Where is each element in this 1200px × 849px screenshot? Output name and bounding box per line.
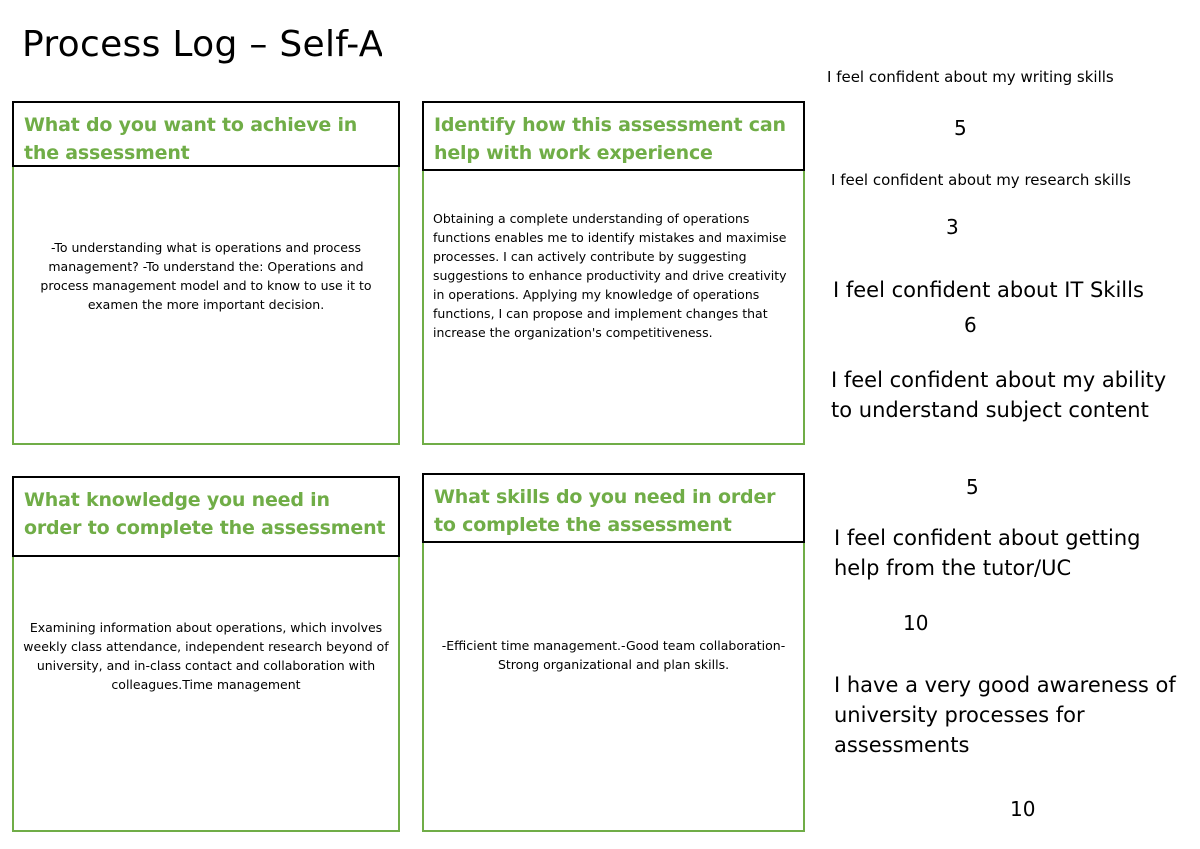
rating-statement-university: I have a very good awareness of universi… (834, 673, 1176, 757)
skills-box: What skills do you need in order to comp… (422, 473, 805, 832)
knowledge-body: Examining information about operations, … (23, 620, 389, 692)
achieve-box: What do you want to achieve in the asses… (12, 101, 400, 445)
rating-statement-writing: I feel confident about my writing skills (827, 68, 1114, 86)
rating-score-it: 6 (964, 313, 977, 337)
rating-score-tutor: 10 (903, 611, 929, 635)
achieve-heading: What do you want to achieve in the asses… (12, 101, 400, 167)
rating-statement-it: I feel confident about IT Skills (833, 278, 1144, 302)
page-title: Process Log – Self-Assessment (22, 24, 382, 65)
rating-statement-subject: I feel confident about my ability to und… (831, 368, 1167, 422)
rating-score-university: 10 (1010, 797, 1036, 821)
knowledge-heading: What knowledge you need in order to comp… (12, 476, 400, 557)
knowledge-box: What knowledge you need in order to comp… (12, 476, 400, 832)
work-experience-box: Identify how this assessment can help wi… (422, 101, 805, 445)
achieve-body: -To understanding what is operations and… (40, 240, 372, 312)
rating-score-writing: 5 (954, 116, 967, 140)
rating-statement-tutor: I feel confident about getting help from… (834, 526, 1141, 580)
work-experience-heading: Identify how this assessment can help wi… (422, 101, 805, 171)
rating-score-subject: 5 (966, 475, 979, 499)
rating-statement-research: I feel confident about my research skill… (831, 171, 1131, 189)
work-experience-body: Obtaining a complete understanding of op… (433, 211, 787, 340)
rating-score-research: 3 (946, 215, 959, 239)
skills-heading: What skills do you need in order to comp… (422, 473, 805, 543)
skills-body: -Efficient time management.-Good team co… (441, 638, 786, 672)
